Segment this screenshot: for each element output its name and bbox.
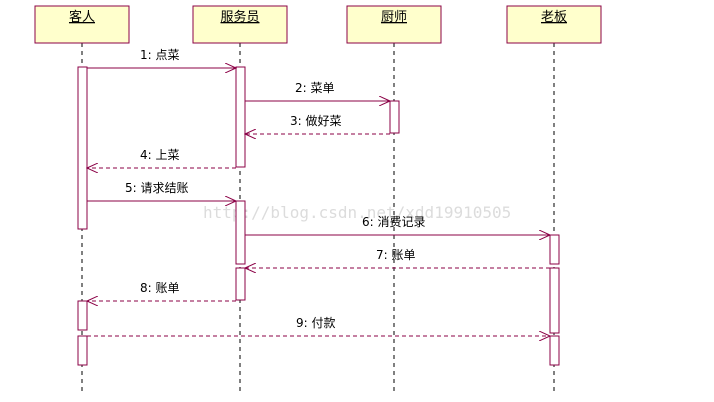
participant-waiter: 服务员 [192,5,288,44]
activation-guest [77,300,88,331]
message-label: 4: 上菜 [140,148,180,162]
message-label: 2: 菜单 [295,81,335,95]
message-3: 3: 做好菜 [245,113,390,134]
participant-label: 服务员 [220,9,259,25]
message-7: 7: 账单 [245,248,550,268]
message-6: 6: 消费记录 [245,215,550,235]
message-1: 1: 点菜 [87,48,236,68]
message-label: 1: 点菜 [140,48,180,62]
message-4: 4: 上菜 [87,148,236,168]
participant-label: 老板 [541,10,567,25]
activation-guest [77,335,88,366]
message-5: 5: 请求结账 [87,181,236,201]
activations [77,66,560,366]
activation-guest [77,66,88,230]
message-label: 8: 账单 [140,281,180,295]
participant-guest: 客人 [34,5,130,44]
message-label: 5: 请求结账 [125,181,189,195]
activation-boss [549,267,560,334]
participant-boss: 老板 [506,5,602,44]
message-8: 8: 账单 [87,281,236,301]
message-label: 6: 消费记录 [362,215,426,229]
participant-chef: 厨师 [346,5,442,44]
message-9: 9: 付款 [87,316,550,336]
activation-boss [549,335,560,366]
participant-label: 厨师 [381,10,407,25]
message-label: 3: 做好菜 [290,113,342,128]
message-2: 2: 菜单 [245,81,390,101]
message-label: 7: 账单 [376,248,416,262]
watermark: http://blog.csdn.net/xdd19910505 [203,203,511,222]
activation-waiter [235,267,246,301]
activation-waiter [235,200,246,265]
activation-chef [389,100,400,134]
participant-label: 客人 [69,9,95,25]
activation-waiter [235,66,246,168]
activation-boss [549,234,560,265]
message-label: 9: 付款 [296,316,336,330]
